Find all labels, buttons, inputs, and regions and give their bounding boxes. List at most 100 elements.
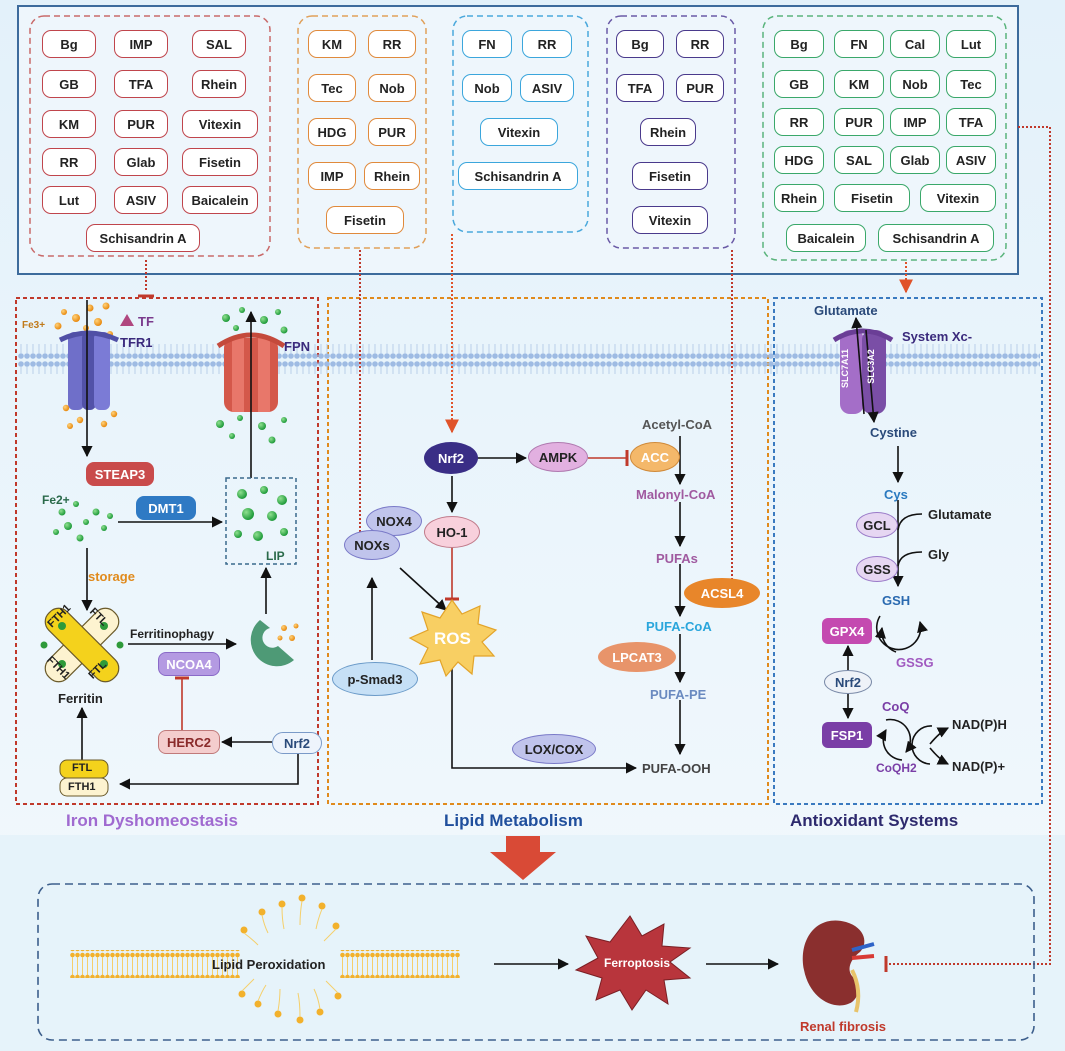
- noxs-node: NOXs: [344, 530, 400, 560]
- compound-fisetin: Fisetin: [326, 206, 404, 234]
- storage-label: storage: [88, 569, 135, 584]
- fsp1-node: FSP1: [822, 722, 872, 748]
- loxcox-node: LOX/COX: [512, 734, 596, 764]
- section-title-lipid: Lipid Metabolism: [444, 811, 583, 830]
- ho1-node: HO-1: [424, 516, 480, 548]
- compound-tfa: TFA: [616, 74, 664, 102]
- compound-vitexin: Vitexin: [480, 118, 558, 146]
- lipid-peroxidation-label: Lipid Peroxidation: [212, 957, 326, 972]
- compound-baicalein: Baicalein: [182, 186, 258, 214]
- fe2-dots: [53, 501, 113, 542]
- compound-fn: FN: [462, 30, 512, 58]
- dmt1-node: DMT1: [136, 496, 196, 520]
- compound-vitexin: Vitexin: [920, 184, 996, 212]
- autophagosome: [250, 620, 299, 667]
- compound-km: KM: [308, 30, 356, 58]
- compound-vitexin: Vitexin: [182, 110, 258, 138]
- bottom-membrane: [70, 894, 460, 1024]
- ncoa4-node: NCOA4: [158, 652, 220, 676]
- fe3-dots: [54, 302, 113, 339]
- psmad3-node: p-Smad3: [332, 662, 418, 696]
- compound-fisetin: Fisetin: [834, 184, 910, 212]
- compound-rr: RR: [522, 30, 572, 58]
- gsh-label: GSH: [882, 593, 911, 608]
- system-xc-label: System Xc-: [902, 329, 973, 344]
- compound-asiv: ASIV: [520, 74, 574, 102]
- compound-schisandrin-a: Schisandrin A: [458, 162, 578, 190]
- compound-asiv: ASIV: [946, 146, 996, 174]
- compound-nob: Nob: [462, 74, 512, 102]
- compound-pur: PUR: [676, 74, 724, 102]
- compound-hdg: HDG: [308, 118, 356, 146]
- gcl-node: GCL: [856, 512, 898, 538]
- ampk-node: AMPK: [528, 442, 588, 472]
- compound-gb: GB: [774, 70, 824, 98]
- compound-schisandrin-a: Schisandrin A: [878, 224, 994, 252]
- compound-baicalein: Baicalein: [786, 224, 866, 252]
- renal-fibrosis-label: Renal fibrosis: [800, 1019, 886, 1034]
- compound-imp: IMP: [890, 108, 940, 136]
- compound-fisetin: Fisetin: [182, 148, 258, 176]
- compound-bg: Bg: [42, 30, 96, 58]
- tf-label: TF: [138, 314, 154, 329]
- glutamate-label: Glutamate: [928, 507, 992, 522]
- gpx4-node: GPX4: [822, 618, 872, 644]
- compound-rr: RR: [42, 148, 96, 176]
- ferritinophagy-label: Ferritinophagy: [130, 627, 215, 641]
- slc3a2-label: SLC3A2: [865, 349, 876, 384]
- ferritin-complex: [40, 607, 124, 683]
- compound-rhein: Rhein: [364, 162, 420, 190]
- compound-lut: Lut: [42, 186, 96, 214]
- compound-lut: Lut: [946, 30, 996, 58]
- compound-tec: Tec: [946, 70, 996, 98]
- compound-sal: SAL: [834, 146, 884, 174]
- fe2-label: Fe2+: [42, 493, 70, 507]
- lpcat3-node: LPCAT3: [598, 642, 676, 672]
- compound-rhein: Rhein: [774, 184, 824, 212]
- gly-label: Gly: [928, 547, 949, 562]
- pufas-label: PUFAs: [656, 551, 698, 566]
- compound-rr: RR: [676, 30, 724, 58]
- kidney-icon: [802, 920, 875, 1013]
- slc7a11-label: SLC7A11: [840, 348, 851, 389]
- compound-asiv: ASIV: [114, 186, 168, 214]
- compound-nob: Nob: [368, 74, 416, 102]
- ferritin-label: Ferritin: [58, 691, 103, 706]
- compound-fn: FN: [834, 30, 884, 58]
- nadph-label: NAD(P)H: [952, 717, 1007, 732]
- nrf2-lipid-node: Nrf2: [424, 442, 478, 474]
- big-down-arrow: [490, 836, 556, 880]
- gssg-label: GSSG: [896, 655, 934, 670]
- ros-label: ROS: [434, 629, 471, 648]
- coqh2-label: CoQH2: [876, 761, 917, 775]
- compound-nob: Nob: [890, 70, 940, 98]
- ftl-pill-label: FTL: [72, 762, 93, 774]
- pufa-coa-label: PUFA-CoA: [646, 619, 712, 634]
- herc2-node: HERC2: [158, 730, 220, 754]
- compound-tec: Tec: [308, 74, 356, 102]
- nrf2-antiox-node: Nrf2: [824, 670, 872, 694]
- ferroptosis-burst: [574, 915, 692, 1011]
- compound-pur: PUR: [834, 108, 884, 136]
- ros-burst: [408, 598, 498, 678]
- compound-vitexin: Vitexin: [632, 206, 708, 234]
- compound-schisandrin-a: Schisandrin A: [86, 224, 200, 252]
- lip-label: LIP: [266, 549, 285, 563]
- tfr1-label: TFR1: [120, 335, 153, 350]
- nadp-label: NAD(P)+: [952, 759, 1006, 774]
- ferroptosis-label: Ferroptosis: [604, 956, 671, 970]
- steap3-node: STEAP3: [86, 462, 154, 486]
- acc-node: ACC: [630, 442, 680, 472]
- compound-pur: PUR: [114, 110, 168, 138]
- section-title-iron: Iron Dyshomeostasis: [66, 811, 238, 830]
- cystine-label: Cystine: [870, 425, 917, 440]
- compound-fisetin: Fisetin: [632, 162, 708, 190]
- compound-rr: RR: [774, 108, 824, 136]
- compound-km: KM: [42, 110, 96, 138]
- glutamate-top-label: Glutamate: [814, 303, 878, 318]
- compound-sal: SAL: [192, 30, 246, 58]
- compound-pur: PUR: [368, 118, 416, 146]
- gss-node: GSS: [856, 556, 898, 582]
- compound-gb: GB: [42, 70, 96, 98]
- acsl4-node: ACSL4: [684, 578, 760, 608]
